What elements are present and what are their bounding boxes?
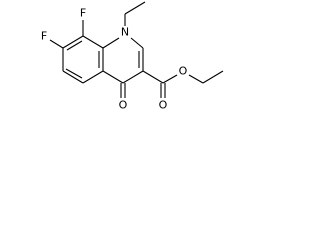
bond-c5-c6-inner <box>65 68 83 79</box>
carbonyl-oxygen-label: O <box>159 99 168 112</box>
nitrogen-label: N <box>121 26 129 39</box>
bond-c7-c8 <box>62 35 84 49</box>
bond-c4-c4a <box>102 70 124 84</box>
bond-o-ch2 <box>188 74 204 84</box>
bond-c7-f <box>49 39 64 49</box>
bond-c3-cester <box>142 70 164 84</box>
fluorine-top-label: F <box>80 7 86 20</box>
bonds <box>49 1 224 98</box>
keto-oxygen-label: O <box>119 99 128 112</box>
bond-c8-c8a <box>82 35 104 49</box>
bond-ch2-ch3-ester <box>202 70 224 84</box>
bond-c5-c6 <box>62 70 84 84</box>
atom-labels: F F N O O O <box>41 7 188 112</box>
fluorine-left-label: F <box>41 30 47 43</box>
bond-ch2-ch3 <box>124 1 146 15</box>
structure-diagram: F F N O O O <box>41 1 224 112</box>
molecule-canvas: F F N O O O <box>0 0 244 145</box>
bond-c8a-n1 <box>102 37 120 49</box>
bond-c4a-c5 <box>82 70 104 84</box>
bond-c7-c8-inner <box>66 40 83 51</box>
ester-oxygen-label: O <box>179 65 188 78</box>
bond-cester-o-single <box>162 74 178 84</box>
bond-c3-c4 <box>122 70 144 84</box>
bond-n1-c2 <box>130 37 144 49</box>
